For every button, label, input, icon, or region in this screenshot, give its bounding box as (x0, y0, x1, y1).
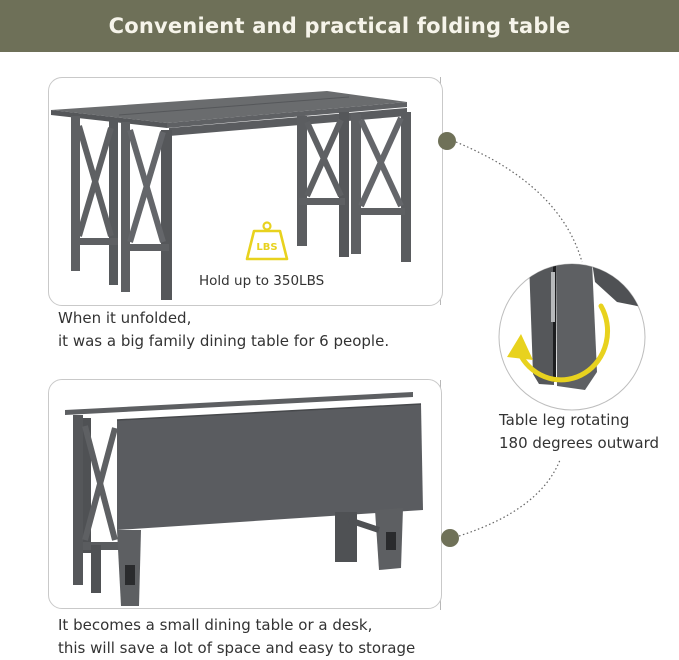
callout-dot-bottom (441, 529, 459, 547)
folded-caption-line-1: It becomes a small dining table or a des… (58, 616, 373, 634)
weight-capacity-label: Hold up to 350LBS (199, 273, 325, 289)
leg-hinge-closeup (498, 263, 646, 411)
leg-rotation-label-line-1: Table leg rotating (499, 411, 630, 429)
leg-rotation-label-line-2: 180 degrees outward (499, 434, 659, 452)
unfolded-caption-line-2: it was a big family dining table for 6 p… (58, 332, 390, 350)
unfolded-caption-line-1: When it unfolded, (58, 309, 192, 327)
leg-rotation-label: Table leg rotating 180 degrees outward (499, 409, 659, 455)
unfolded-table-card: LBS (48, 77, 443, 306)
callout-dot-top (438, 132, 456, 150)
banner-title: Convenient and practical folding table (108, 14, 571, 38)
rotate-arrow-icon (518, 303, 611, 383)
svg-text:LBS: LBS (256, 242, 277, 253)
folded-caption: It becomes a small dining table or a des… (58, 614, 415, 660)
unfolded-caption: When it unfolded, it was a big family di… (58, 307, 389, 353)
folded-caption-line-2: this will save a lot of space and easy t… (58, 639, 416, 657)
folded-table-image (65, 392, 423, 606)
header-banner: Convenient and practical folding table (0, 0, 679, 52)
weight-icon: LBS (245, 221, 289, 261)
unfolded-table-image (51, 91, 411, 300)
folded-table-card (48, 379, 442, 609)
